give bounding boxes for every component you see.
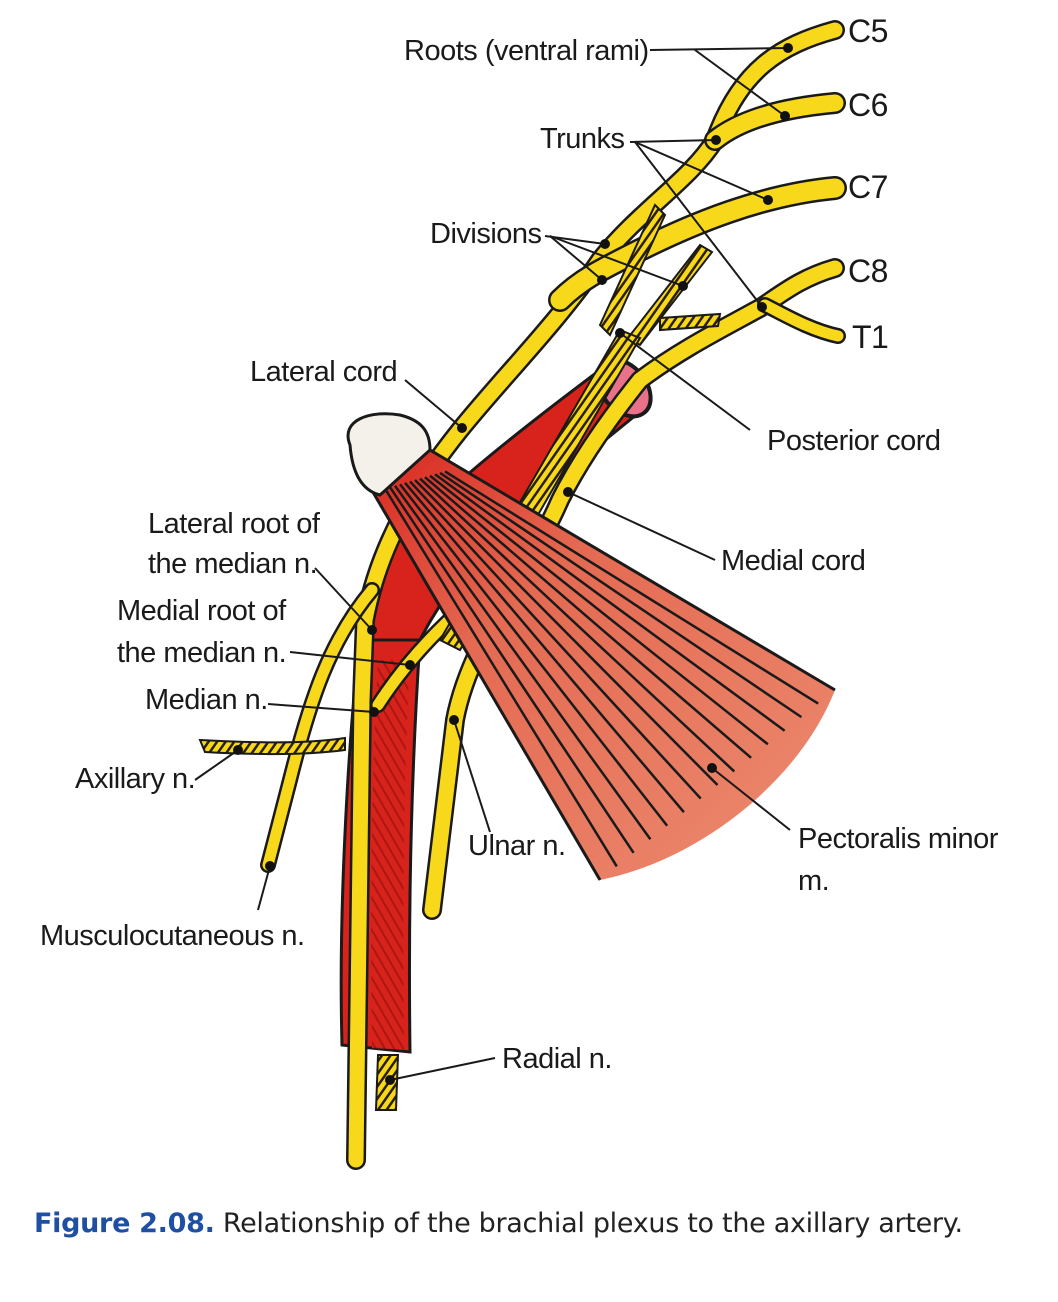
figure-caption-text: Relationship of the brachial plexus to t… (214, 1208, 963, 1239)
muscle-fiber-line (383, 487, 618, 868)
label-musculocutaneous-nerve: Musculocutaneous n. (40, 920, 305, 952)
muscle-fiber-line (414, 479, 719, 786)
label-medial-root-line2: the median n. (117, 637, 286, 669)
muscle-fiber-line (404, 482, 685, 813)
label-median-nerve: Median n. (145, 684, 268, 716)
label-medial-cord: Medial cord (721, 545, 865, 577)
brachial-plexus-diagram: Roots (ventral rami) C5 C6 C7 C8 T1 Trun… (40, 13, 999, 1170)
label-trunks: Trunks (540, 123, 625, 155)
figure-caption: Figure 2.08. Relationship of the brachia… (34, 1208, 963, 1239)
label-lateral-root-line1: Lateral root of (148, 508, 321, 540)
label-pectoralis-line1: Pectoralis minor (798, 823, 999, 855)
figure-number: Figure 2.08. (34, 1208, 215, 1239)
label-lateral-root-line2: the median n. (148, 548, 317, 580)
leader-lines (194, 43, 793, 1085)
label-c5: C5 (848, 13, 888, 49)
muscle-fiber-line (388, 486, 635, 854)
label-posterior-cord: Posterior cord (767, 425, 941, 457)
label-c6: C6 (848, 87, 888, 123)
muscle-fiber-line (393, 484, 652, 841)
label-medial-root-line1: Medial root of (117, 595, 287, 627)
label-c8: C8 (848, 253, 888, 289)
muscle-fiber-line (434, 473, 786, 732)
muscle-fiber-line (419, 477, 736, 773)
muscle-fiber-line (399, 483, 669, 827)
muscle-fiber-line (409, 480, 702, 800)
label-ulnar-nerve: Ulnar n. (468, 830, 566, 862)
muscle-fiber-line (439, 471, 803, 719)
coracoid-process (346, 412, 432, 497)
label-c7: C7 (848, 169, 888, 205)
muscle-fiber-line (444, 470, 819, 705)
label-axillary-nerve: Axillary n. (75, 763, 195, 795)
label-divisions: Divisions (430, 218, 542, 250)
labels: Roots (ventral rami) C5 C6 C7 C8 T1 Trun… (40, 13, 999, 1075)
muscle-fiber-line (424, 476, 752, 759)
muscle-fiber-line (429, 474, 769, 746)
label-pectoralis-line2: m. (798, 865, 829, 897)
label-roots: Roots (ventral rami) (404, 35, 649, 67)
label-t1: T1 (852, 319, 888, 355)
label-radial-nerve: Radial n. (502, 1043, 612, 1075)
label-lateral-cord: Lateral cord (250, 356, 397, 388)
